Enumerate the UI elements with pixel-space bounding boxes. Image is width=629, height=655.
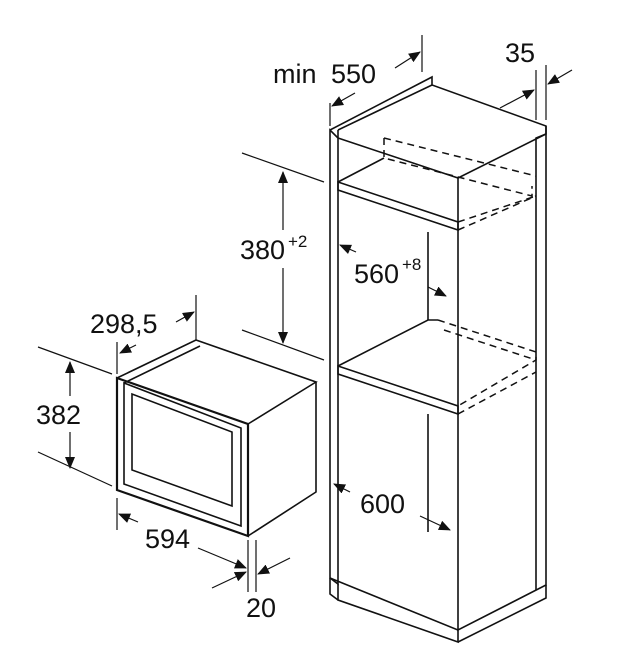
- niche-height-label: 380: [240, 235, 285, 265]
- appliance-front-frame: [115, 376, 250, 538]
- cabinet-top: [329, 75, 547, 179]
- cabinet-plinth: [329, 577, 459, 644]
- tall-cabinet: [329, 75, 547, 644]
- niche-height-tolerance: +2: [288, 232, 307, 251]
- min-label: min: [273, 59, 317, 89]
- appliance-microwave: [115, 339, 318, 538]
- upper-shelf: [337, 180, 459, 232]
- appliance-top: [116, 339, 318, 425]
- cabinet-left-panel: [329, 128, 339, 586]
- niche-width-label: 560: [354, 259, 399, 289]
- cabinet-depth-label: 550: [331, 59, 376, 89]
- cabinet-width-label: 600: [360, 489, 405, 519]
- dimension-labels: min 550 35 380 +2 560 +8 298,5 382 594 2…: [36, 38, 535, 623]
- device-height-label: 382: [36, 400, 81, 430]
- middle-shelf: [337, 364, 459, 416]
- device-depth-label: 298,5: [90, 309, 158, 339]
- front-thickness-label: 20: [246, 593, 276, 623]
- side-panel-label: 35: [505, 38, 535, 68]
- dimension-lines: [37, 35, 573, 592]
- appliance-window: [131, 392, 233, 508]
- appliance-side: [247, 382, 317, 537]
- cabinet-right-panel: [457, 126, 547, 632]
- niche-width-tolerance: +8: [402, 255, 421, 274]
- device-width-label: 594: [145, 524, 190, 554]
